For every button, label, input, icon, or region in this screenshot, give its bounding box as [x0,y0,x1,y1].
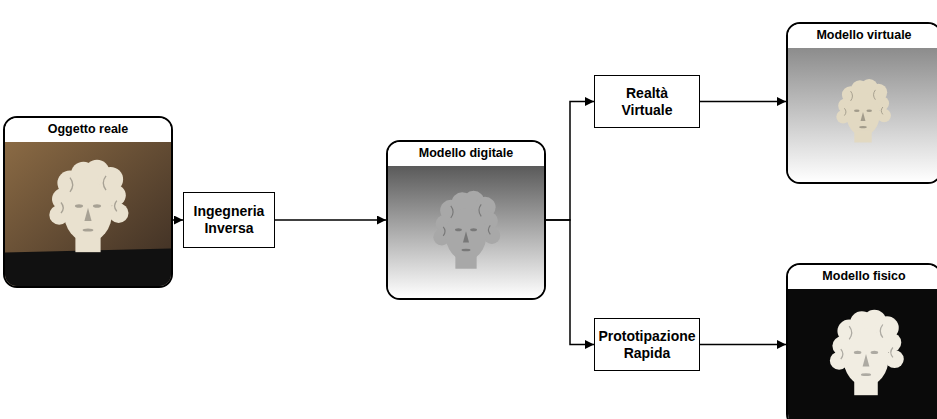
object-photo [5,142,171,286]
process-box: Realtà Virtuale [594,75,700,128]
process-box: Ingegneria Inversa [183,192,275,248]
digital-model-render [388,166,544,298]
box-title: Oggetto reale [5,118,171,137]
physical-model-photo [788,289,937,419]
image-box: Oggetto reale [3,116,173,288]
box-label: Ingegneria Inversa [188,203,270,237]
image-box: Modello fisico [786,263,937,419]
virtual-model-render [788,48,937,182]
box-label: Realtà Virtuale [599,85,695,119]
box-title: Modello virtuale [788,24,937,43]
box-title: Modello digitale [388,142,544,161]
process-box: Prototipazione Rapida [594,318,700,371]
box-label: Prototipazione Rapida [598,328,695,362]
flow-arrow [275,219,386,221]
image-box: Modello digitale [386,140,546,300]
flow-arrow [700,101,786,103]
flow-arrow [546,102,594,221]
flow-arrow [173,219,183,221]
image-box: Modello virtuale [786,22,937,184]
flow-arrow [546,220,594,345]
flow-arrow [700,344,786,346]
box-title: Modello fisico [788,265,937,284]
